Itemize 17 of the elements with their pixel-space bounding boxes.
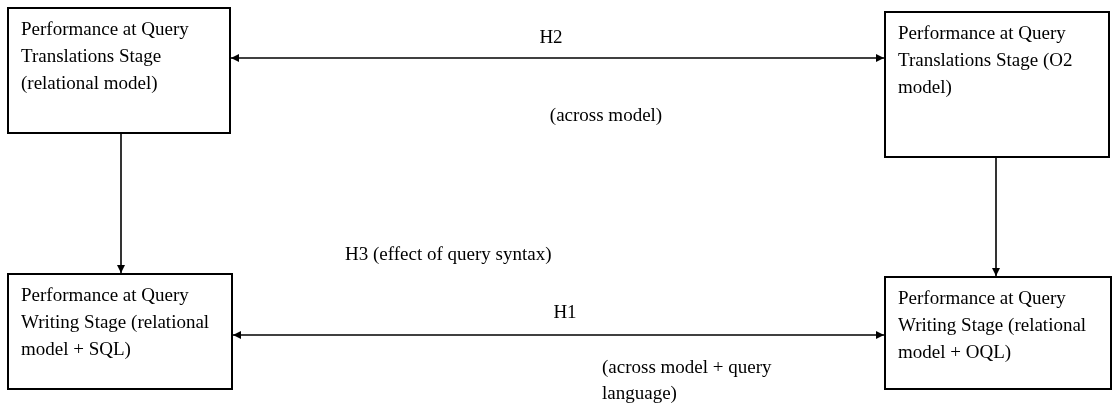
hypothesis-note: H3 (effect of query syntax) <box>345 242 552 266</box>
process-box <box>7 7 231 134</box>
edge-label: H1 <box>553 300 577 324</box>
arrow <box>117 133 125 274</box>
edge-label: H2 <box>539 25 563 49</box>
arrow <box>992 157 1000 277</box>
hypothesis-note: (across model + query language) <box>602 355 772 405</box>
arrow <box>232 331 885 339</box>
process-box <box>7 273 233 390</box>
box-text: Performance at Query Translations Stage (O2 model) <box>898 21 1074 99</box>
process-box <box>884 11 1110 158</box>
box-text: Performance at Query Writing Stage (relational model + OQL) <box>898 286 1088 364</box>
box-text: Performance at Query Translations Stage (relational model) <box>21 17 190 95</box>
process-box <box>884 276 1112 390</box>
box-text: Performance at Query Writing Stage (relational model + SQL) <box>21 283 211 361</box>
hypothesis-note: (across model) <box>549 103 663 127</box>
arrow <box>230 54 885 62</box>
